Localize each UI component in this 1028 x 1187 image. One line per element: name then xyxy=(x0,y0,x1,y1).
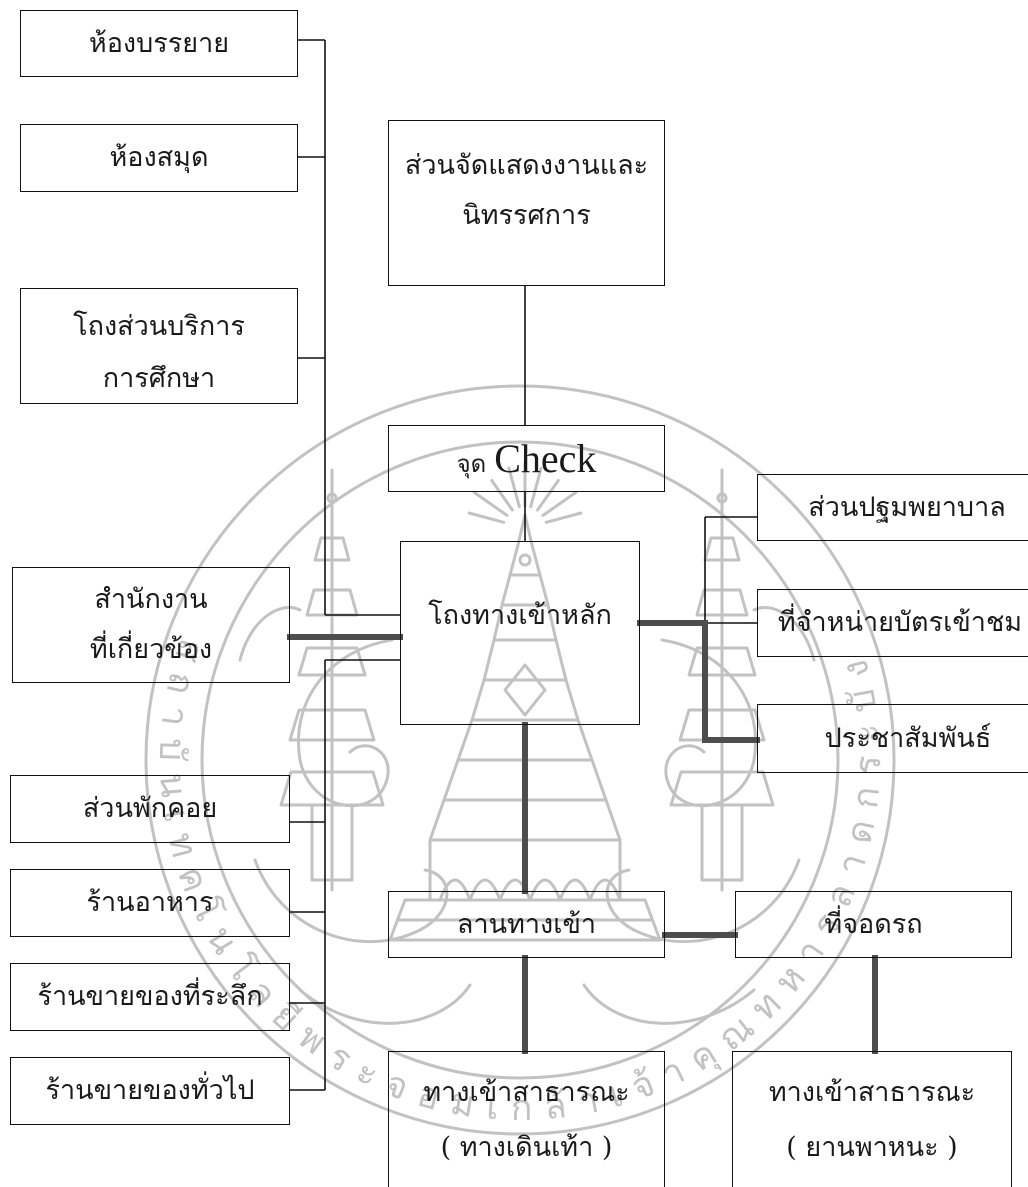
node-pedestrian-entrance: ทางเข้าสาธารณะ ( ทางเดินเท้า ) xyxy=(388,1051,665,1187)
node-label-line-2: ที่เกี่ยวข้อง xyxy=(89,634,213,665)
node-vehicle-entrance: ทางเข้าสาธารณะ ( ยานพาหนะ ) xyxy=(732,1051,1012,1187)
left-parasol-finial xyxy=(326,492,338,504)
node-label-line-2: ( ยานพาหนะ ) xyxy=(786,1131,958,1163)
node-label: โถงทางเข้าหลัก xyxy=(428,600,612,631)
node-label: ที่จอดรถ xyxy=(824,908,923,940)
node-label-line-1: ทางเข้าสาธารณะ xyxy=(423,1076,630,1108)
checkpoint-word: Check xyxy=(494,435,597,481)
node-first-aid: ส่วนปฐมพยาบาล xyxy=(757,474,1028,541)
node-label: ร้านขายของทั่วไป xyxy=(45,1075,255,1106)
node-ticket-sales: ที่จำหน่ายบัตรเข้าชม xyxy=(757,589,1028,657)
node-general-shop: ร้านขายของทั่วไป xyxy=(10,1057,290,1125)
node-label: ส่วนปฐมพยาบาล xyxy=(808,491,1006,523)
checkpoint-prefix: จุด xyxy=(456,449,487,478)
node-label-line-2: นิทรรศการ xyxy=(462,200,591,231)
node-office: สำนักงาน ที่เกี่ยวข้อง xyxy=(12,567,290,683)
node-label-line-1: ทางเข้าสาธารณะ xyxy=(768,1076,976,1108)
node-exhibition: ส่วนจัดแสดงงานและ นิทรรศการ xyxy=(388,120,665,286)
node-souvenir-shop: ร้านขายของที่ระลึก xyxy=(10,963,290,1031)
node-checkpoint: จุด Check xyxy=(388,425,665,492)
node-label: ลานทางเข้า xyxy=(456,908,597,940)
node-main-lobby: โถงทางเข้าหลัก xyxy=(400,541,640,725)
seal-crown-bead xyxy=(518,553,532,567)
right-parasol-finial xyxy=(716,492,728,504)
node-label-line-2: การศึกษา xyxy=(102,363,216,394)
node-parking: ที่จอดรถ xyxy=(735,891,1012,958)
node-education-service-hall: โถงส่วนบริการ การศึกษา xyxy=(20,288,298,404)
right-parasol-tiers xyxy=(669,536,775,882)
node-label: ห้องบรรยาย xyxy=(88,27,230,59)
seal-left-parasol xyxy=(279,468,385,892)
seal-inner-ring xyxy=(200,440,840,1080)
node-library: ห้องสมุด xyxy=(20,124,298,192)
node-restaurant: ร้านอาหาร xyxy=(10,869,290,937)
seal-outer-ring xyxy=(144,384,896,1136)
node-waiting-area: ส่วนพักคอย xyxy=(10,775,290,843)
seal-crown-jewel xyxy=(503,663,547,717)
seal-right-ornament xyxy=(582,606,816,1025)
node-label: ห้องสมุด xyxy=(109,142,209,173)
seal-crown-tiers xyxy=(442,573,608,802)
node-public-relations: ประชาสัมพันธ์ xyxy=(757,704,1028,773)
checkpoint-label: จุด Check xyxy=(457,435,597,483)
node-label: ประชาสัมพันธ์ xyxy=(824,722,992,754)
node-entrance-plaza: ลานทางเข้า xyxy=(388,891,665,958)
node-lecture-room: ห้องบรรยาย xyxy=(20,10,298,77)
node-label: ที่จำหน่ายบัตรเข้าชม xyxy=(777,607,1023,638)
left-parasol-tiers xyxy=(279,536,385,882)
seal-rays xyxy=(467,460,583,524)
node-label: ร้านอาหาร xyxy=(86,887,214,918)
node-label: ร้านขายของที่ระลึก xyxy=(37,981,263,1012)
node-label-line-2: ( ทางเดินเท้า ) xyxy=(440,1131,613,1163)
seal-right-parasol xyxy=(669,468,775,892)
node-label-line-1: โถงส่วนบริการ xyxy=(73,311,245,342)
node-label-line-1: ส่วนจัดแสดงงานและ xyxy=(404,150,649,181)
node-label: ส่วนพักคอย xyxy=(82,793,218,824)
node-label-line-1: สำนักงาน xyxy=(94,584,208,615)
